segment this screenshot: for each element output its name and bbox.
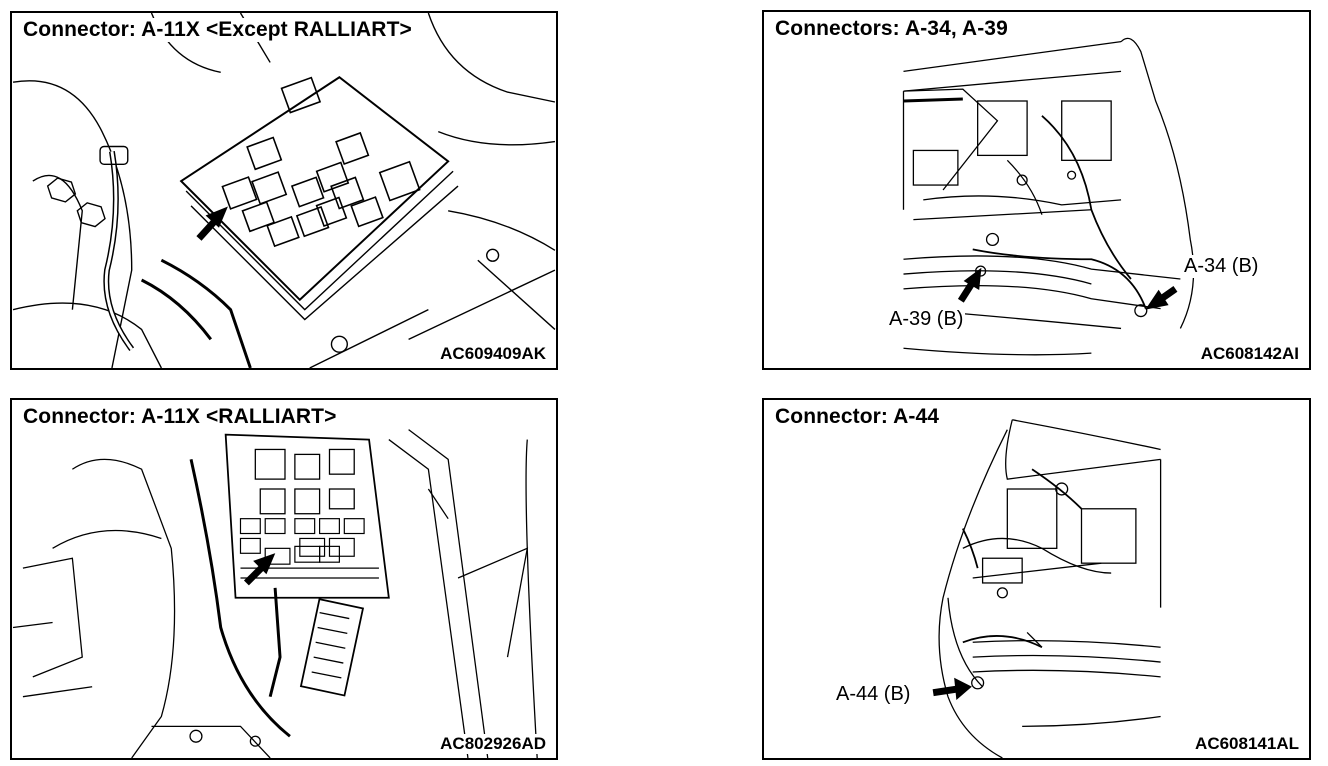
panel-title: Connector: A-11X <RALLIART>	[20, 405, 340, 429]
callout-a44: A-44 (B)	[834, 683, 913, 706]
front-bumper-left-illustration	[932, 419, 1162, 758]
panel-a11x-except-ralliart: Connector: A-11X <Except RALLIART> AC609…	[10, 11, 558, 370]
ralliart-relay-box-illustration	[12, 429, 538, 758]
front-bumper-engine-illustration	[902, 37, 1195, 356]
callout-a34: A-34 (B)	[1182, 255, 1261, 278]
figure-code: AC608142AI	[1198, 344, 1301, 364]
panel-title: Connectors: A-34, A-39	[772, 17, 1011, 41]
engine-bay-relay-box-illustration	[12, 13, 556, 368]
panel-a44: Connector: A-44 A-44 (B) AC608141AL	[762, 398, 1311, 760]
panel-title: Connector: A-11X <Except RALLIART>	[20, 18, 415, 42]
callout-a39: A-39 (B)	[887, 308, 966, 331]
panel-title: Connector: A-44	[772, 405, 943, 429]
figure-code: AC609409AK	[438, 344, 548, 364]
panel-a11x-ralliart: Connector: A-11X <RALLIART> AC802926AD	[10, 398, 558, 760]
figure-code: AC608141AL	[1193, 734, 1301, 754]
panel-a34-a39: Connectors: A-34, A-39 A-34 (B) A-39 (B)…	[762, 10, 1311, 370]
figure-code: AC802926AD	[438, 734, 548, 754]
